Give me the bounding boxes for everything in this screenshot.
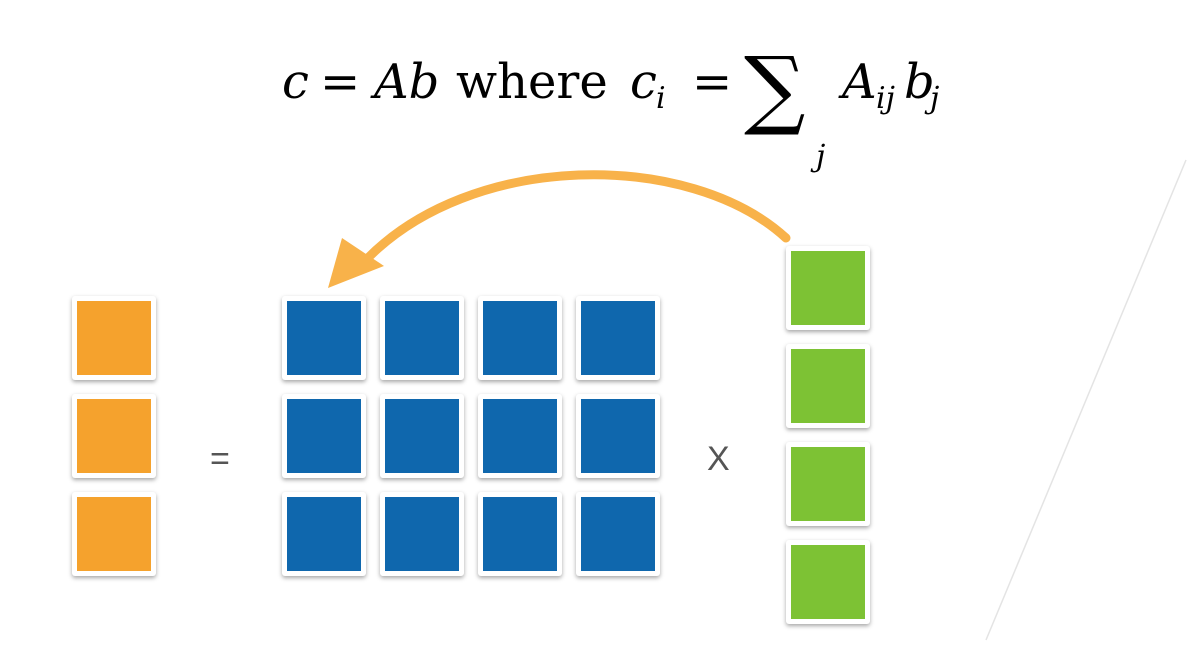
matrix-a-cell-fill — [483, 497, 557, 571]
formula-equals-2: = — [692, 54, 733, 110]
matrix-a-cell — [478, 492, 562, 576]
matrix-a-cell — [282, 296, 366, 380]
vector-c-cell-fill — [77, 301, 151, 375]
formula-c-i-subscript: i — [656, 81, 666, 116]
matrix-a-cell — [282, 394, 366, 478]
formula-A-subscript: ij — [876, 81, 895, 116]
arrow-head — [328, 238, 384, 288]
formula-Ab: Ab — [374, 54, 440, 110]
vector-b-cell — [786, 246, 870, 330]
matrix-a-cell — [380, 492, 464, 576]
formula-c-i: c — [630, 54, 657, 110]
formula-A: A — [842, 54, 877, 110]
arrow-curve — [359, 170, 791, 267]
formula-b: b — [904, 54, 935, 110]
vector-c-cell — [72, 296, 156, 380]
matrix-a-cell-fill — [385, 301, 459, 375]
matrix-a-cell — [478, 296, 562, 380]
vector-c-cell-fill — [77, 399, 151, 473]
matrix-a-cell-fill — [483, 399, 557, 473]
matrix-a-cell-fill — [581, 301, 655, 375]
vector-b-cell — [786, 344, 870, 428]
vector-c-cell — [72, 394, 156, 478]
matrix-a-cell-fill — [287, 497, 361, 571]
vector-b-cell-fill — [791, 251, 865, 325]
vector-b-cell-fill — [791, 447, 865, 521]
matrix-a-cell — [576, 394, 660, 478]
vector-b-cell — [786, 442, 870, 526]
vector-c-cell — [72, 492, 156, 576]
matrix-a-cell — [576, 296, 660, 380]
matrix-a-cell — [478, 394, 562, 478]
matrix-a-cell — [380, 394, 464, 478]
matrix-a-cell-fill — [483, 301, 557, 375]
vector-b-cell-fill — [791, 349, 865, 423]
divider-line — [985, 159, 1187, 641]
vector-c-cell-fill — [77, 497, 151, 571]
matrix-a-cell — [282, 492, 366, 576]
formula-equals-1: = — [320, 54, 361, 110]
matrix-a-cell-fill — [287, 399, 361, 473]
equals-sign: = — [210, 440, 230, 478]
formula-sum-symbol: ∑ — [744, 39, 806, 139]
matrix-a-cell-fill — [385, 497, 459, 571]
formula-where: where — [456, 54, 608, 110]
formula-c: c — [282, 54, 309, 110]
matrix-a-cell-fill — [581, 399, 655, 473]
matrix-a-cell — [380, 296, 464, 380]
matrix-a-cell — [576, 492, 660, 576]
vector-b-cell-fill — [791, 545, 865, 619]
matrix-a-cell-fill — [287, 301, 361, 375]
formula-sum-index: j — [816, 139, 826, 174]
times-sign: X — [707, 440, 730, 478]
matrix-a-cell-fill — [581, 497, 655, 571]
formula-b-subscript: j — [930, 81, 940, 116]
matrix-a-cell-fill — [385, 399, 459, 473]
vector-b-cell — [786, 540, 870, 624]
